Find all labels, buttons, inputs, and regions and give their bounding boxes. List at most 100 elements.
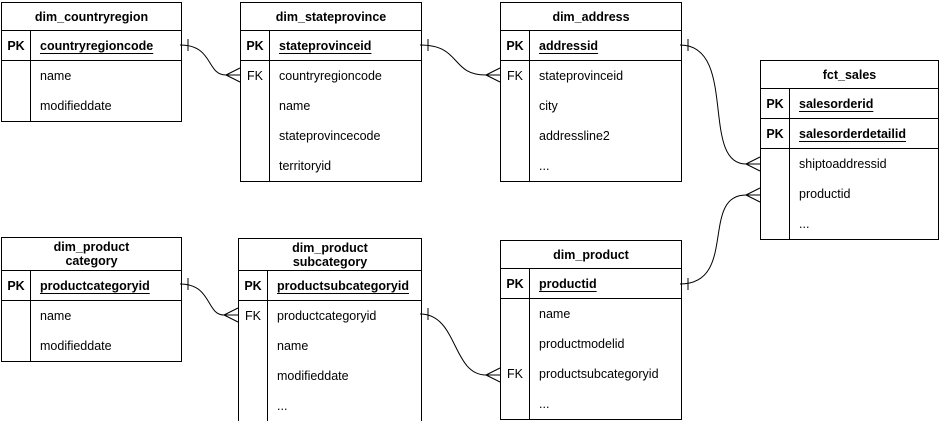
column-name: name [40,69,72,83]
key-badge: PK [2,271,31,300]
column-name: ... [277,399,288,413]
key-badge: PK [501,269,530,298]
table-title: dim_stateprovince [241,3,421,31]
key-badge: FK [501,359,530,389]
column-name: modifieddate [40,339,112,353]
key-badge [761,209,790,239]
table-row: ... [501,151,681,181]
key-badge: PK [501,31,530,60]
relationship-line [419,313,487,376]
entity-table-dim-product: dim_product PK productid name productmodeli… [500,240,682,420]
table-title: dim_product [501,241,681,269]
table-row: PK productsubcategoryid [239,271,421,301]
entity-table-dim-countryregion: dim_countryregion PK countryregioncode nam… [1,2,182,122]
column-name: productcategoryid [277,309,377,323]
column-name: addressid [539,38,599,53]
cardinality-many-crowfoot [485,67,501,83]
column-name: modifieddate [40,99,112,113]
column-name: name [279,99,311,113]
key-badge [2,91,31,121]
table-row: PK addressid [501,31,681,61]
table-row: modifieddate [2,91,181,121]
table-rows: PK countryregioncode name modifieddate [2,31,181,121]
key-badge [2,61,31,91]
key-badge: PK [239,271,268,300]
cardinality-many-crowfoot [223,307,239,323]
relationship-line [679,194,747,285]
column-name: modifieddate [277,369,349,383]
table-row: city [501,91,681,121]
key-badge: FK [239,301,268,331]
table-row: productmodelid [501,329,681,359]
key-badge [241,121,270,151]
key-badge: PK [2,31,31,60]
key-badge [239,361,268,391]
table-row: name [241,91,421,121]
table-row: name [2,301,181,331]
table-row: FK productcategoryid [239,301,421,331]
key-badge [501,121,530,151]
key-badge [2,301,31,331]
key-badge [239,331,268,361]
column-name: salesorderid [799,96,874,111]
column-name: stateprovincecode [279,129,381,143]
key-badge [501,299,530,329]
column-name: countryregioncode [279,69,382,83]
column-name: shiptoaddressid [799,157,887,171]
key-badge: PK [761,119,790,148]
table-row: FK stateprovinceid [501,61,681,91]
column-name: territoryid [279,159,332,173]
key-badge [501,151,530,181]
table-row: PK productcategoryid [2,271,181,301]
table-row: ... [501,389,681,419]
column-name: name [277,339,309,353]
table-title: dim_product subcategory [239,239,421,271]
table-row: stateprovincecode [241,121,421,151]
column-name: city [539,99,558,113]
entity-table-dim-productsubcategory: dim_product subcategory PK productsubcate… [238,238,422,421]
table-row: ... [761,209,938,239]
column-name: stateprovinceid [539,69,624,83]
table-row: modifieddate [239,361,421,391]
table-title: fct_sales [761,61,938,89]
key-badge [239,391,268,421]
relationship-line [679,44,747,165]
column-name: productcategoryid [40,278,150,293]
column-name: productsubcategoryid [277,278,409,293]
column-name: productsubcategoryid [539,367,659,381]
key-badge [501,91,530,121]
column-name: name [539,307,571,321]
cardinality-many-crowfoot [485,367,501,383]
table-row: name [501,299,681,329]
table-row: ... [239,391,421,421]
column-name: productmodelid [539,337,625,351]
key-badge [241,91,270,121]
cardinality-many-crowfoot [745,187,761,203]
key-badge: PK [761,89,790,118]
column-name: ... [539,397,550,411]
column-name: countryregioncode [40,38,154,53]
table-row: productid [761,179,938,209]
table-row: name [2,61,181,91]
key-badge: FK [501,61,530,91]
key-badge [761,179,790,209]
column-name: ... [539,159,550,173]
table-row: PK productid [501,269,681,299]
column-name: productid [799,187,851,201]
table-title: dim_countryregion [2,3,181,31]
column-name: productid [539,276,597,291]
table-row: FK productsubcategoryid [501,359,681,389]
column-name: stateprovinceid [279,38,372,53]
relationship-line [179,283,225,316]
cardinality-many-crowfoot [225,67,241,83]
